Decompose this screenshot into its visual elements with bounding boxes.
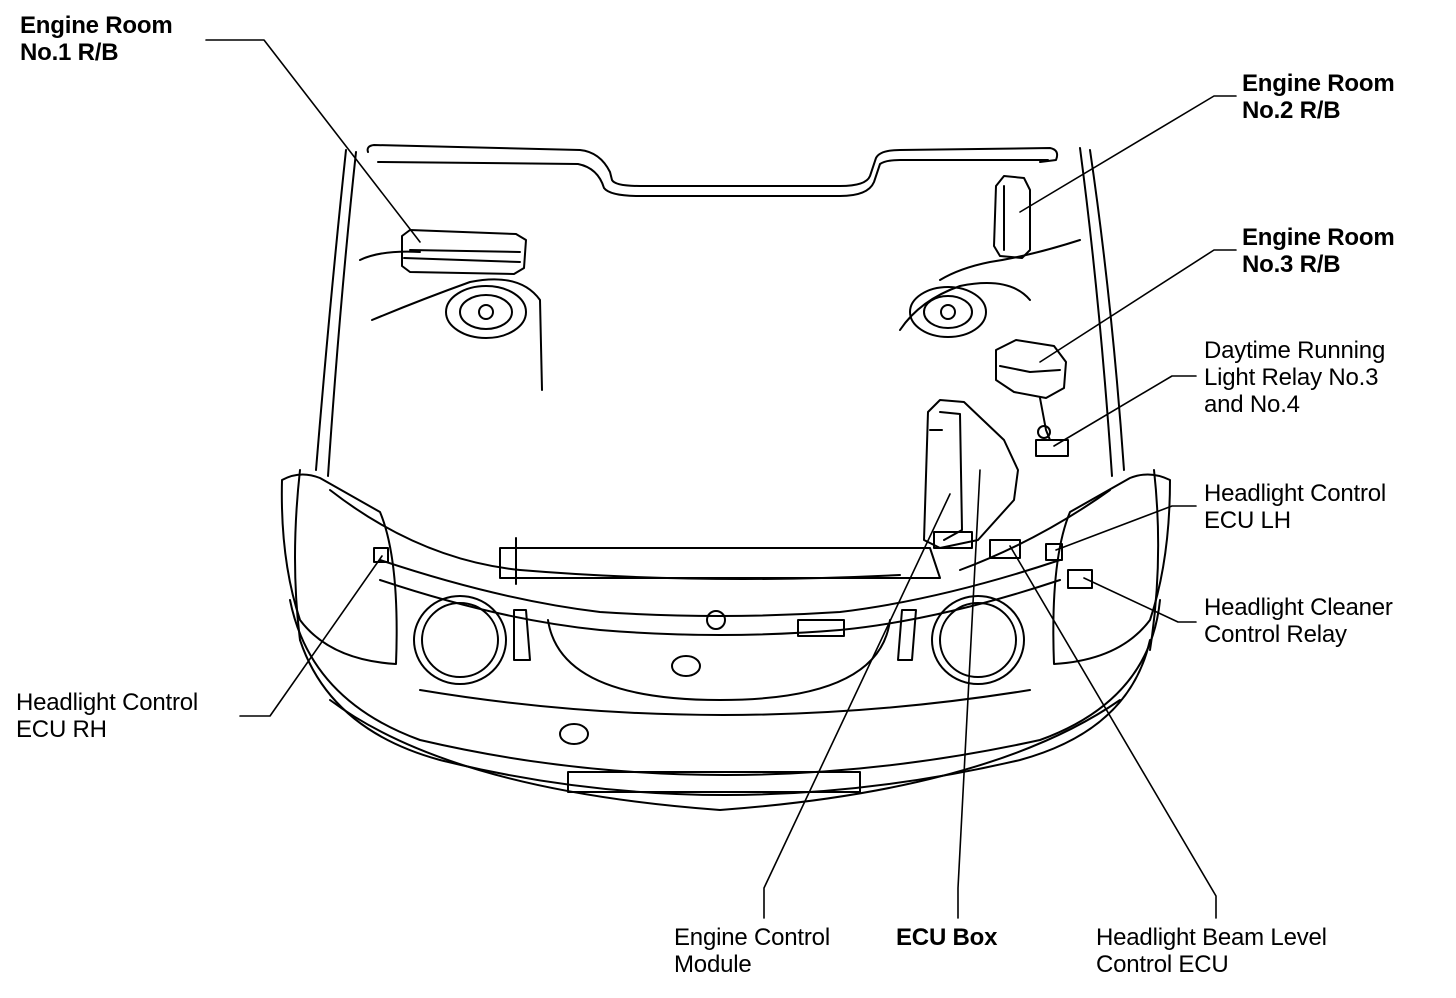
label-headlight-beam-level-control-ecu: Headlight Beam Level Control ECU [1096, 924, 1327, 978]
label-engine-room-no3-rb: Engine Room No.3 R/B [1242, 224, 1395, 278]
leader-ecm [763, 493, 951, 919]
headlight-beam-level-control-ecu [989, 539, 1021, 559]
engine-bay [329, 239, 1111, 580]
ecu-box [923, 399, 1019, 549]
leader-er2 [1019, 95, 1237, 213]
label-line: No.1 R/B [20, 39, 119, 66]
headlight-control-ecu-rh [373, 547, 389, 563]
label-line: Control Relay [1204, 621, 1347, 648]
label-line: Headlight Control [16, 689, 199, 716]
leader-hccr [1083, 577, 1197, 623]
label-headlight-control-ecu-lh: Headlight Control ECU LH [1204, 480, 1386, 534]
label-line: Light Relay No.3 [1204, 364, 1379, 391]
front-bumper [289, 599, 1161, 811]
label-line: ECU RH [16, 716, 107, 743]
engine-room-no1-relay-block [401, 229, 527, 275]
headlight-control-ecu-lh [1045, 543, 1063, 561]
hood-outline [294, 144, 1160, 651]
label-line: No.2 R/B [1242, 97, 1341, 124]
leader-er3 [1039, 249, 1237, 363]
leader-hcrh [239, 555, 383, 717]
label-engine-room-no1-rb: Engine Room No.1 R/B [20, 12, 173, 66]
leader-hblc [1009, 545, 1217, 919]
label-line: No.3 R/B [1242, 251, 1341, 278]
label-line: and No.4 [1204, 391, 1300, 418]
leader-lines [205, 39, 1237, 919]
label-headlight-control-ecu-rh: Headlight Control ECU RH [16, 689, 198, 743]
leader-ecubox [957, 469, 981, 919]
leader-hclh [1055, 505, 1197, 551]
label-line: ECU Box [896, 924, 998, 951]
label-daytime-running-light-relay: Daytime Running Light Relay No.3 and No.… [1204, 337, 1385, 418]
drl-relay [1035, 439, 1069, 457]
label-line: ECU LH [1204, 507, 1291, 534]
label-engine-room-no2-rb: Engine Room No.2 R/B [1242, 70, 1395, 124]
label-line: Engine Room [20, 12, 173, 39]
label-line: Headlight Control [1204, 480, 1387, 507]
label-ecu-box: ECU Box [896, 924, 997, 951]
engine-room-no2-relay-block [993, 175, 1031, 259]
label-line: Headlight Beam Level [1096, 924, 1327, 951]
label-line: Engine Room [1242, 224, 1395, 251]
label-engine-control-module: Engine Control Module [674, 924, 830, 978]
label-line: Headlight Cleaner [1204, 594, 1393, 621]
leader-drl [1053, 375, 1197, 447]
headlight-cleaner-control-relay [1067, 569, 1093, 589]
label-line: Daytime Running [1204, 337, 1386, 364]
label-headlight-cleaner-control-relay: Headlight Cleaner Control Relay [1204, 594, 1393, 648]
radiator-support [379, 537, 1061, 745]
leader-er1 [205, 39, 421, 243]
label-line: Module [674, 951, 752, 978]
label-line: Engine Control [674, 924, 830, 951]
label-line: Engine Room [1242, 70, 1395, 97]
label-line: Control ECU [1096, 951, 1229, 978]
engine-room-no3-relay-block [995, 339, 1067, 441]
